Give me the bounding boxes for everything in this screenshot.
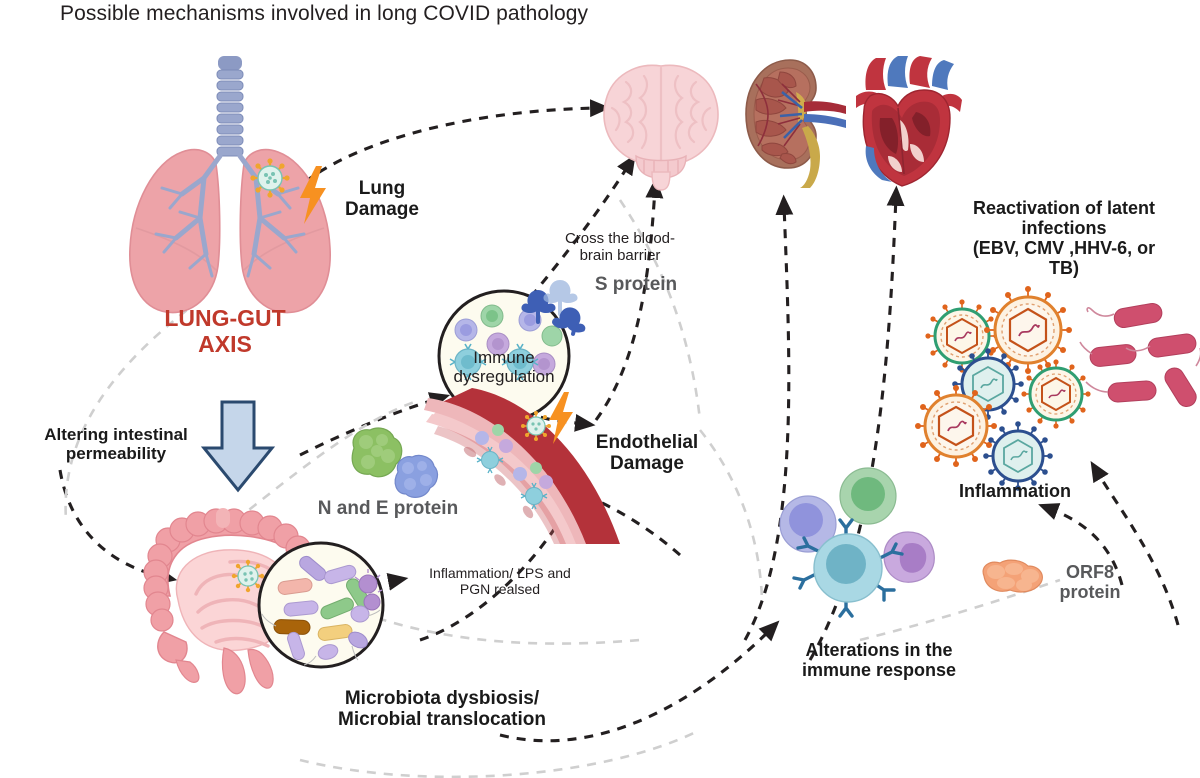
label-n-and-e-protein: N and E protein [317, 498, 459, 519]
virus-particle [231, 559, 265, 593]
n-protein-blob [351, 427, 403, 478]
virus-icon-orange [984, 286, 1072, 374]
label-alterations-immune: Alterations in the immune response [801, 640, 957, 681]
label-altering-permeability: Altering intestinal permeability [44, 425, 188, 464]
b-cell-with-antibodies [792, 518, 904, 618]
monocyte-purple [883, 531, 935, 583]
microbiota-magnifier [257, 541, 385, 669]
virus-icon-orange [915, 385, 997, 467]
s-protein-icon [552, 307, 586, 336]
label-lung-gut-axis: LUNG-GUT AXIS [164, 305, 286, 357]
down-arrow-icon [200, 400, 276, 493]
virus-particle [521, 411, 551, 441]
virus-icon-green [925, 299, 999, 373]
label-orf8-protein: ORF8 protein [1059, 562, 1121, 603]
lightning-bolt-icon [300, 166, 326, 224]
virus-icon-green [1021, 359, 1091, 429]
label-reactivation-latent: Reactivation of latent infections (EBV, … [972, 198, 1156, 279]
orf8-protein-blob [982, 559, 1043, 593]
virus-icon-blue [983, 421, 1053, 491]
blood-vessel-illustration [424, 388, 620, 544]
label-lung-damage: Lung Damage [345, 178, 419, 221]
intestine-illustration [143, 508, 320, 695]
brain-illustration [603, 64, 719, 191]
heart-illustration [856, 56, 962, 187]
virus-icon-blue [952, 348, 1024, 420]
figure-title: Possible mechanisms involved in long COV… [60, 2, 589, 25]
s-protein-trimers [521, 280, 586, 336]
infected-cell [476, 446, 504, 474]
s-protein-icon [543, 280, 578, 316]
kidney-illustration [745, 59, 846, 188]
latent-virus-cluster [915, 286, 1091, 491]
lymphocyte-green [839, 467, 897, 525]
virus-particle [250, 158, 290, 198]
bacteria-cluster [1079, 302, 1200, 408]
label-s-protein: S protein [594, 274, 678, 295]
label-microbiota-dysbiosis: Microbiota dysbiosis/ Microbial transloc… [338, 688, 546, 731]
lymphocyte-blue [779, 495, 837, 553]
infected-cell [520, 482, 548, 510]
label-cross-bbb: Cross the blood- brain barrier [564, 230, 676, 264]
infected-cell [449, 343, 487, 381]
label-inflammation: Inflammation [958, 481, 1071, 501]
infected-cell [501, 343, 539, 381]
immune-cell-cluster [779, 467, 935, 618]
label-inflammation-lps: Inflammation/ LPS and PGN realsed [429, 565, 571, 597]
label-immune-dysregulation: Immune dysregulation [453, 348, 555, 387]
lightning-bolt-icon [549, 392, 573, 444]
e-protein-blob [394, 454, 439, 498]
label-endothelial-damage: Endothelial Damage [595, 432, 699, 475]
